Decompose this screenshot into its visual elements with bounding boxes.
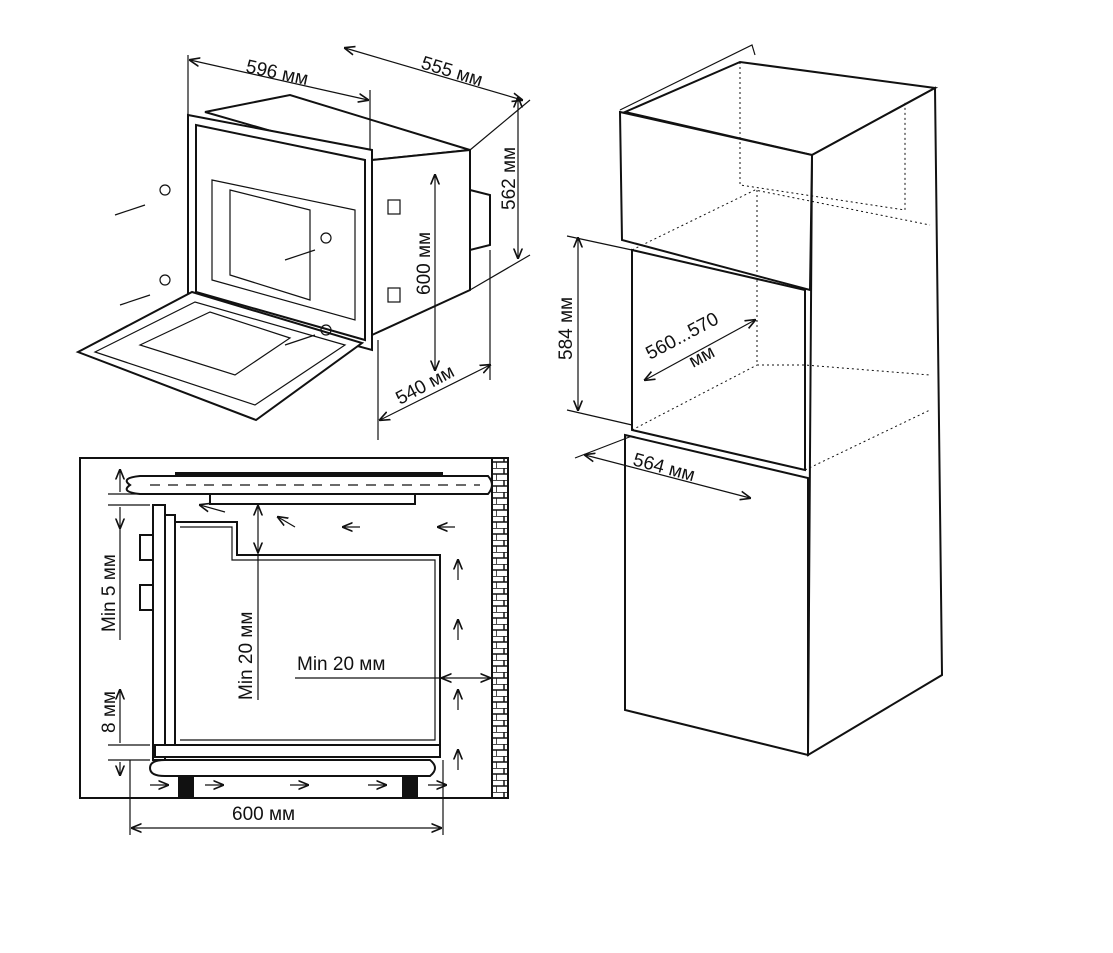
min-rear-gap-label: Min 20 мм (297, 654, 385, 675)
section-width-label: 600 мм (232, 804, 295, 825)
oven-isometric: 596 мм 555 мм 562 мм 600 мм 540 мм (75, 48, 531, 440)
airflow-arrows (150, 505, 458, 785)
bottom-gap-label: 8 мм (99, 691, 120, 733)
oven-depth-label: 555 мм (419, 53, 485, 92)
screw-icons (114, 184, 332, 346)
oven-front-height-label: 600 мм (414, 232, 435, 295)
cabinet-isometric: 584 мм 560...570 мм 564 мм (556, 44, 944, 757)
section-view: Min 5 мм Min 20 мм Min 20 мм 8 мм 600 мм (79, 457, 509, 835)
min-top-gap-label: Min 5 мм (99, 554, 120, 632)
min-vertical-gap-label: Min 20 мм (236, 612, 257, 700)
oven-width-label: 596 мм (244, 56, 310, 90)
niche-height-label: 584 мм (556, 297, 577, 360)
oven-height-label: 562 мм (499, 147, 520, 210)
